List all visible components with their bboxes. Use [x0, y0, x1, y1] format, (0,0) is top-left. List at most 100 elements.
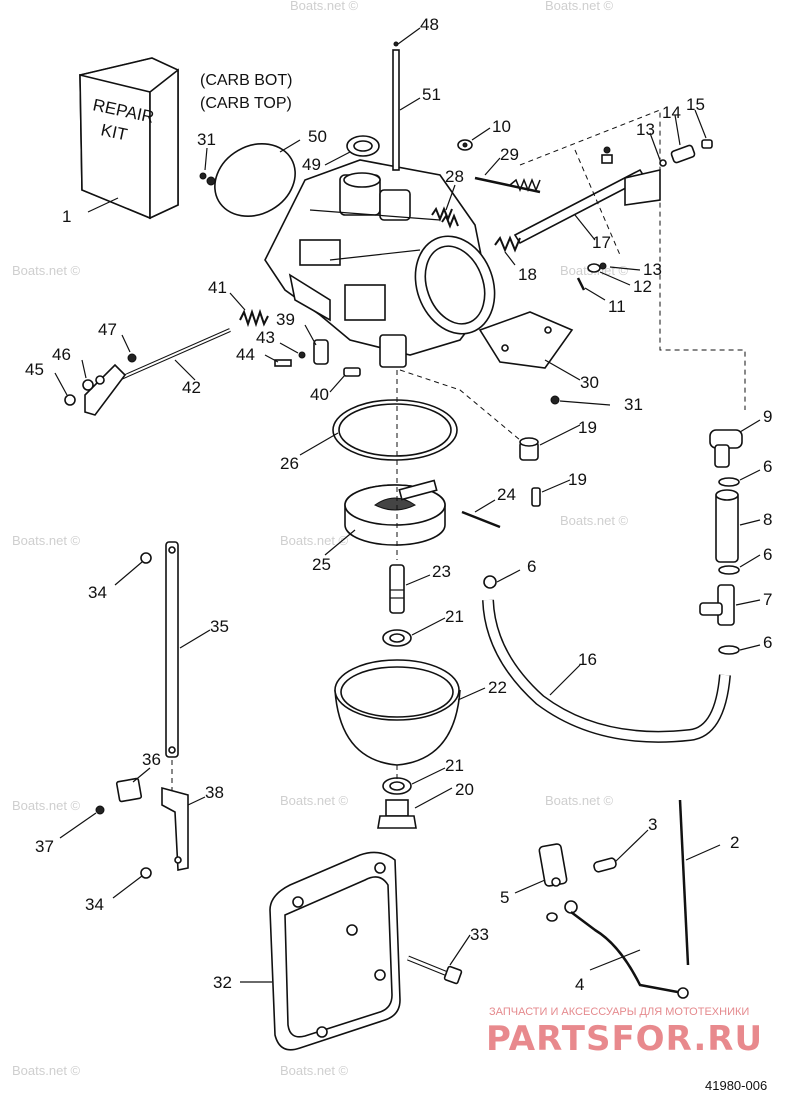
watermark: Boats.net © — [12, 263, 81, 278]
callout-43: 43 — [256, 328, 275, 347]
callouts: 1 2 3 4 5 6 6 6 6 7 8 9 10 11 12 13 13 1… — [25, 15, 772, 994]
watermark: Boats.net © — [12, 533, 81, 548]
lever-38 — [161, 786, 189, 871]
clip-34-top — [140, 552, 152, 564]
screw-45 — [64, 394, 76, 406]
callout-24: 24 — [497, 485, 516, 504]
watermark: Boats.net © — [545, 0, 614, 13]
watermark: Boats.net © — [280, 1063, 349, 1078]
callout-20: 20 — [455, 780, 474, 799]
rod-2 — [678, 799, 690, 966]
spring-41 — [239, 308, 269, 328]
air-box-cover-32 — [269, 851, 401, 1051]
callout-46: 46 — [52, 345, 71, 364]
watermark: Boats.net © — [280, 533, 349, 548]
callout-50: 50 — [308, 127, 327, 146]
springs-28 — [431, 206, 459, 229]
callout-13: 13 — [636, 120, 655, 139]
clamp-6-c — [718, 645, 740, 655]
callout-32: 32 — [213, 973, 232, 992]
callout-42: 42 — [182, 378, 201, 397]
callout-6: 6 — [763, 545, 772, 564]
callout-26: 26 — [280, 454, 299, 473]
callout-19: 19 — [578, 418, 597, 437]
callout-39: 39 — [276, 310, 295, 329]
gasket-21-top — [382, 629, 412, 647]
callout-23: 23 — [432, 562, 451, 581]
watermark: Boats.net © — [12, 798, 81, 813]
callout-2: 2 — [730, 833, 739, 852]
callout-38: 38 — [205, 783, 224, 802]
callout-1: 1 — [62, 207, 71, 226]
callout-49: 49 — [302, 155, 321, 174]
screw-10 — [457, 139, 473, 151]
callout-9: 9 — [763, 407, 772, 426]
float-pin-24 — [461, 510, 501, 529]
callout-7: 7 — [763, 590, 772, 609]
gasket-49 — [346, 135, 380, 157]
nut-36 — [115, 777, 143, 803]
callout-44: 44 — [236, 345, 255, 364]
callout-3: 3 — [648, 815, 657, 834]
callout-4: 4 — [575, 975, 584, 994]
inlet-needle-19 — [531, 487, 541, 507]
bracket-39 — [313, 339, 329, 365]
guide-lines — [171, 109, 746, 790]
callout-33: 33 — [470, 925, 489, 944]
callout-12: 12 — [633, 277, 652, 296]
callout-8: 8 — [763, 510, 772, 529]
watermark: Boats.net © — [290, 0, 359, 13]
hose-8 — [715, 489, 739, 563]
caption-carb-top: (CARB TOP) — [200, 95, 292, 112]
callout-17: 17 — [592, 233, 611, 252]
callout-21: 21 — [445, 607, 464, 626]
screw-33 — [407, 955, 463, 985]
washer-12 — [587, 262, 607, 273]
link-rod-35 — [165, 541, 179, 758]
link-4 — [564, 900, 689, 999]
fuel-hose-16 — [482, 599, 731, 743]
callout-35: 35 — [210, 617, 229, 636]
callout-47: 47 — [98, 320, 117, 339]
idle-needle-51 — [392, 41, 400, 171]
throttle-lever-42 — [84, 328, 231, 416]
callout-31: 31 — [197, 130, 216, 149]
screw-44 — [274, 359, 292, 367]
nut-47 — [127, 353, 137, 363]
repair-kit-box: REPAIR KIT — [79, 57, 179, 220]
branding-logo: PARTSFOR.RU — [486, 1019, 763, 1059]
drain-plug-20 — [377, 799, 417, 829]
callout-34: 34 — [88, 583, 107, 602]
callout-22: 22 — [488, 678, 507, 697]
throttle-shaft-17 — [513, 146, 661, 245]
washer-46 — [82, 379, 94, 391]
callout-28: 28 — [445, 167, 464, 186]
callout-31: 31 — [624, 395, 643, 414]
screw-15 — [701, 139, 713, 149]
needle-29 — [474, 176, 541, 194]
float-25 — [344, 479, 446, 546]
branding-tagline: ЗАПЧАСТИ И АКСЕССУАРЫ ДЛЯ МОТОТЕХНИКИ — [489, 1006, 749, 1018]
watermark: Boats.net © — [12, 1063, 81, 1078]
screw-40 — [343, 367, 361, 377]
callout-36: 36 — [142, 750, 161, 769]
screw-37 — [95, 805, 105, 815]
callout-51: 51 — [422, 85, 441, 104]
callout-6: 6 — [763, 457, 772, 476]
callout-45: 45 — [25, 360, 44, 379]
watermark: Boats.net © — [560, 513, 629, 528]
watermark: Boats.net © — [280, 793, 349, 808]
clip-34-bottom — [140, 867, 152, 879]
leader-lines — [54, 27, 761, 983]
callout-48: 48 — [420, 15, 439, 34]
elbow-fitting-9 — [709, 429, 743, 468]
callout-19: 19 — [568, 470, 587, 489]
t-fitting-7 — [699, 584, 735, 626]
callout-16: 16 — [578, 650, 597, 669]
callout-6: 6 — [527, 557, 536, 576]
washer-43 — [298, 351, 306, 359]
gasket-21-bottom — [382, 777, 412, 795]
inlet-seat-19 — [519, 437, 539, 461]
callout-14: 14 — [662, 103, 681, 122]
